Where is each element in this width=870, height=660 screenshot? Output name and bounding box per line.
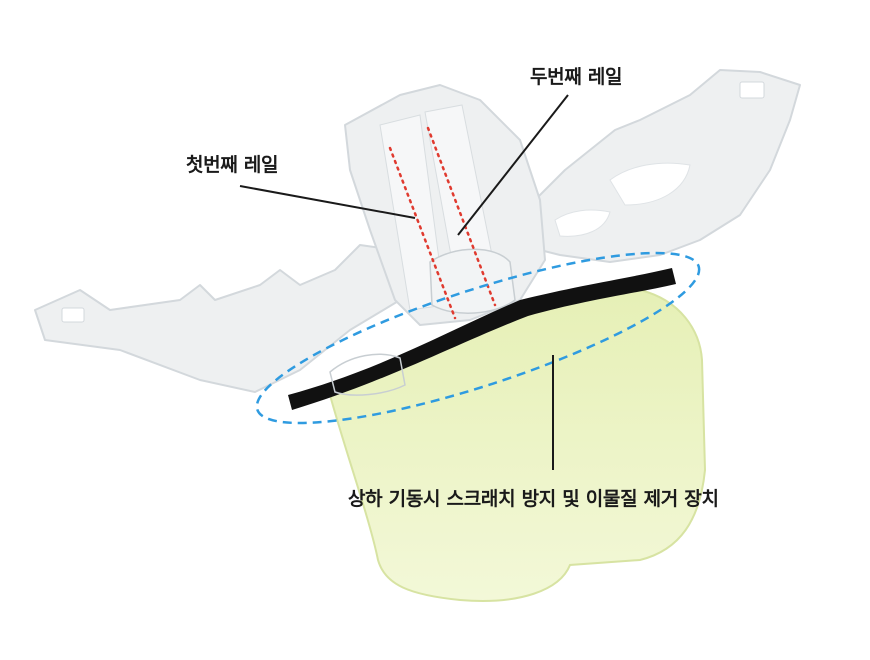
scratch-device-callout-ellipse [255, 251, 701, 425]
right-arm-slot [739, 81, 765, 99]
rail-clip [429, 248, 516, 314]
second-rail-leader-line [457, 94, 569, 236]
first-rail-label: 첫번째 레일 [186, 154, 279, 176]
right-arm-cutout-1 [609, 162, 691, 206]
visor-shield [328, 288, 707, 602]
strip-clip [329, 353, 406, 396]
black-foam-strip [288, 268, 676, 410]
frame-left-arm [34, 244, 401, 393]
first-rail-marker [388, 146, 457, 320]
second-rail-label: 두번째 레일 [530, 66, 623, 88]
right-arm-cutout-2 [554, 209, 611, 237]
scratch-device-label: 상하 기동시 스크래치 방지 및 이물질 제거 장치 [348, 488, 719, 510]
first-rail-leader-line [239, 185, 416, 219]
left-arm-slot [61, 307, 85, 323]
